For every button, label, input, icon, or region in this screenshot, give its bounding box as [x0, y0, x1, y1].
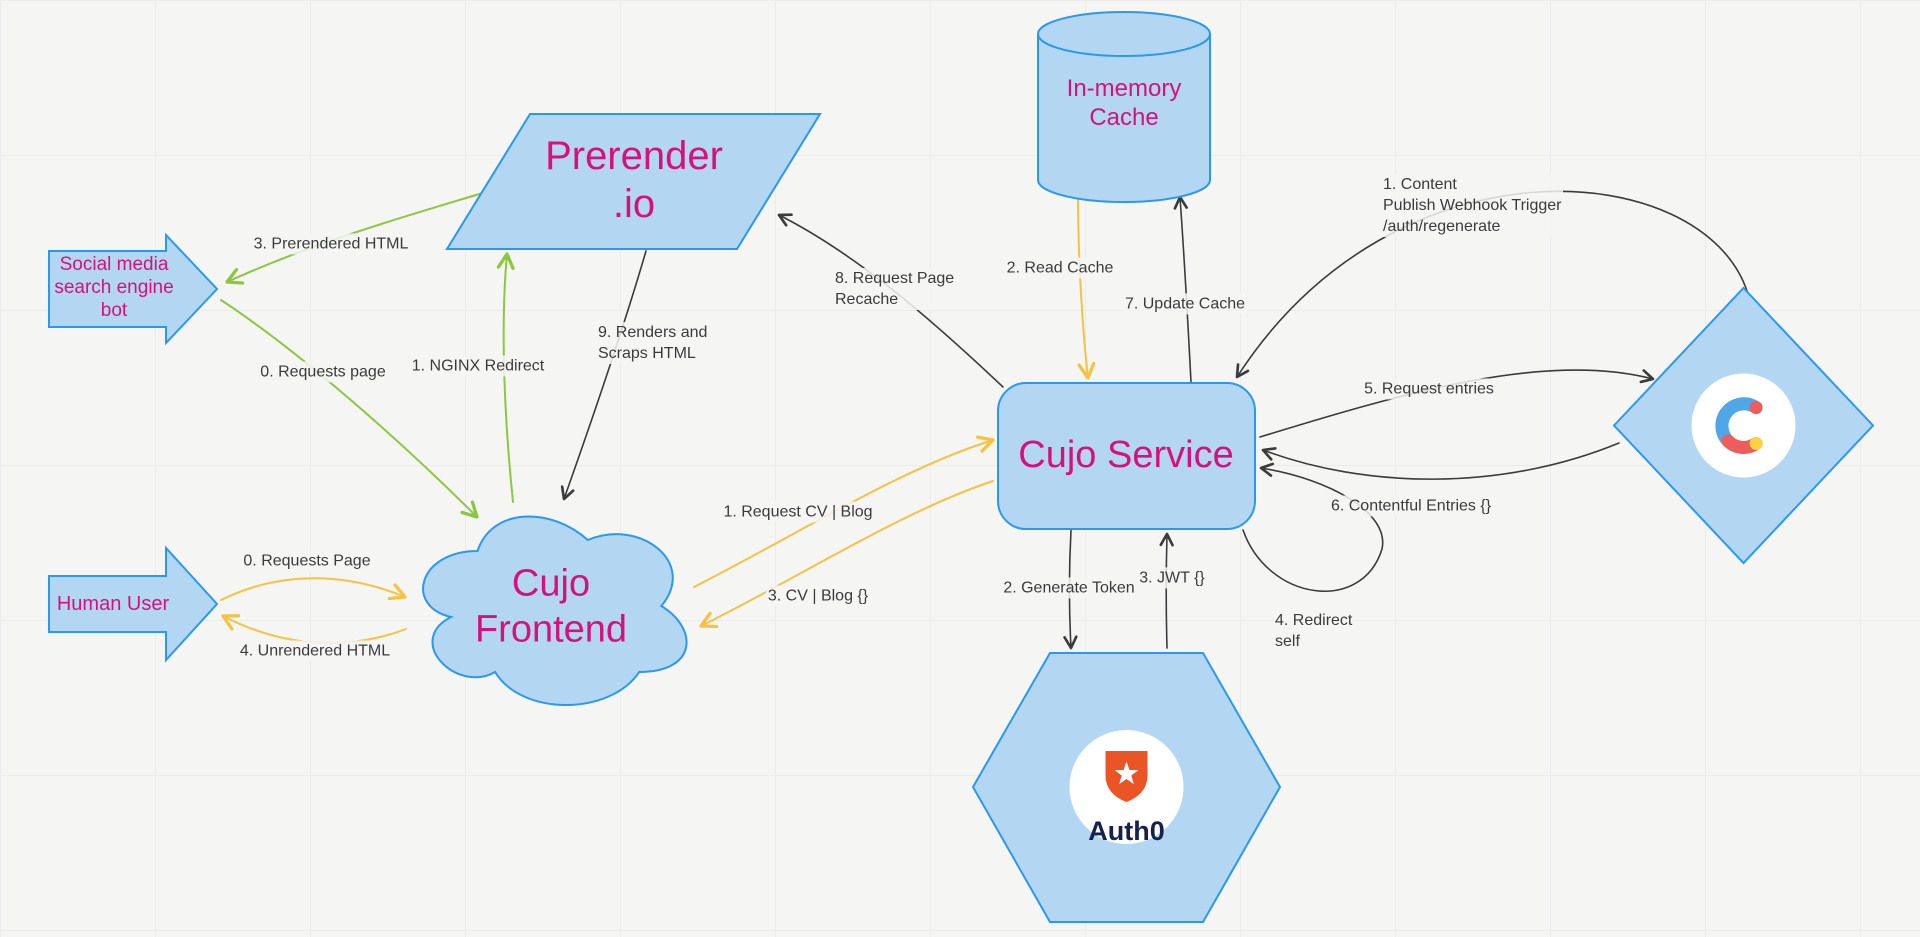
edge-contentful-entries[interactable]	[1261, 442, 1620, 480]
cache-shape[interactable]	[1037, 11, 1211, 203]
social-bot-shape[interactable]	[48, 232, 219, 346]
cache-rim	[1037, 33, 1211, 57]
edge-label-renders-scraps-html: 9. Renders and Scraps HTML	[596, 322, 710, 365]
cache-label: In-memory Cache	[1066, 75, 1182, 131]
auth0-logo-text: Auth0	[1088, 816, 1165, 846]
contentful-red-dot	[1749, 401, 1763, 414]
prerender-shape[interactable]	[445, 113, 822, 250]
edge-renders-scraps-html[interactable]	[560, 250, 647, 501]
auth0-logo: Auth0	[1069, 730, 1184, 846]
edge-cv-blog-response[interactable]	[699, 480, 994, 629]
edge-jwt-response[interactable]	[1159, 532, 1174, 649]
edge-label-content-publish-webhook: 1. Content Publish Webhook Trigger /auth…	[1381, 174, 1564, 238]
contentful-yellow-dot	[1749, 437, 1763, 450]
edge-label-bot-requests-page: 0. Requests page	[258, 361, 388, 383]
edge-label-request-cv-blog: 1. Request CV | Blog	[721, 501, 875, 523]
edge-label-contentful-entries: 6. Contentful Entries {}	[1328, 495, 1494, 517]
service-shape[interactable]	[997, 382, 1256, 530]
prerender-label: Prerender .io	[545, 134, 723, 226]
edge-unrendered-html[interactable]	[221, 614, 407, 644]
edge-label-update-cache: 7. Update Cache	[1122, 293, 1248, 315]
contentful-logo	[1691, 373, 1796, 478]
edge-read-cache[interactable]	[1077, 193, 1096, 380]
edge-human-requests-page[interactable]	[220, 577, 407, 601]
auth0-star-icon	[1114, 761, 1139, 785]
edge-label-human-requests-page: 0. Requests Page	[241, 550, 373, 572]
human-label: Human User	[56, 593, 170, 615]
edge-bot-requests-page[interactable]	[220, 299, 479, 519]
edge-nginx-redirect[interactable]	[496, 252, 515, 503]
edge-label-prerendered-html: 3. Prerendered HTML	[251, 233, 411, 255]
frontend-shape[interactable]	[422, 515, 688, 706]
frontend-label: Cujo Frontend	[474, 562, 628, 650]
contentful-blue-arc	[1715, 397, 1763, 448]
edge-label-redirect-self: 4. Redirect self	[1273, 610, 1355, 653]
edge-redirect-self[interactable]	[1242, 462, 1384, 592]
contentful-logo-circle	[1691, 373, 1796, 478]
social-bot-label: Social media search engine bot	[54, 253, 174, 321]
edge-label-request-page-recache: 8. Request Page Recache	[833, 268, 957, 311]
edge-prerendered-html[interactable]	[225, 191, 487, 285]
human-shape[interactable]	[48, 545, 219, 663]
edge-label-cv-blog-response: 3. CV | Blog {}	[765, 585, 871, 607]
edge-label-generate-token: 2. Generate Token	[1001, 577, 1137, 599]
edge-update-cache[interactable]	[1173, 195, 1192, 383]
edge-label-read-cache: 2. Read Cache	[1004, 257, 1116, 279]
edge-label-nginx-redirect: 1. NGINX Redirect	[409, 355, 547, 377]
service-label: Cujo Service	[1018, 434, 1234, 477]
edge-label-jwt-response: 3. JWT {}	[1137, 567, 1207, 589]
edge-label-unrendered-html: 4. Unrendered HTML	[237, 640, 393, 662]
edge-label-request-entries: 5. Request entries	[1362, 378, 1496, 400]
